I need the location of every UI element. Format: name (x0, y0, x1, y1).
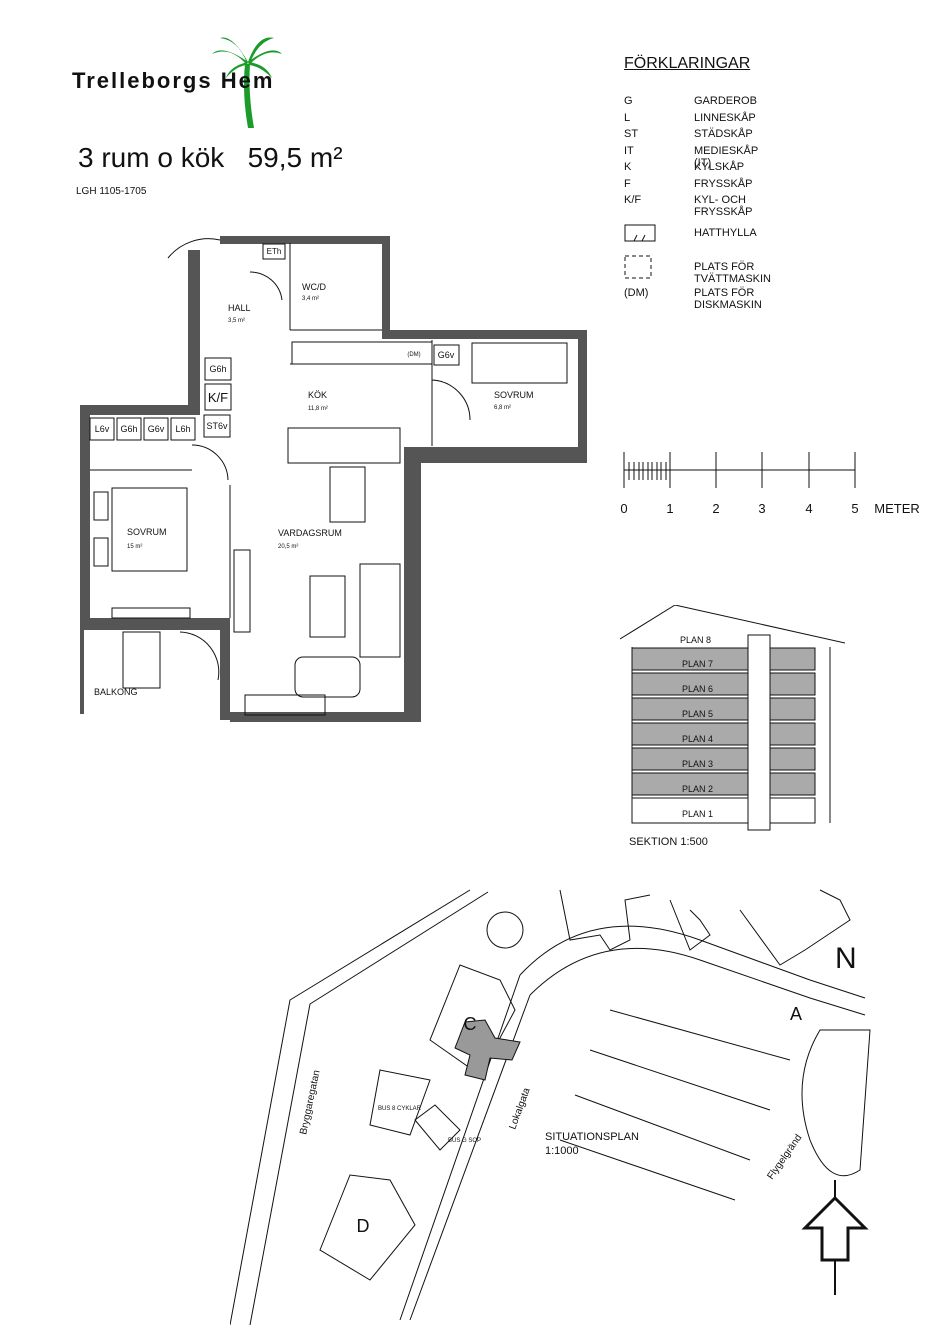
washer-space-icon (624, 255, 652, 278)
room-area: 6,8 m² (494, 405, 511, 411)
building-label: C (464, 1014, 477, 1034)
street-name: Lokalgata (507, 1086, 532, 1131)
floor-label: PLAN 1 (682, 809, 713, 819)
room-area: 3,5 m² (228, 318, 245, 324)
hat-shelf-icon (624, 224, 656, 241)
scale-unit: METER (874, 501, 920, 516)
cabinet-label: G6h (209, 364, 226, 374)
building-label: A (790, 1004, 802, 1024)
apartment-title: 3 rum o kök 59,5 m² (78, 142, 343, 173)
floor-label: PLAN 5 (682, 709, 713, 719)
brand-name: Trelleborgs Hem (72, 68, 275, 93)
site-scale: 1:1000 (545, 1145, 579, 1157)
floor-label: PLAN 8 (680, 635, 711, 645)
site-plan: A C D BUS 8 CYKLAR BUS G SOP SITUATIONSP… (230, 889, 871, 1325)
room-name: WC/D (302, 282, 326, 292)
room-name: KÖK (308, 390, 327, 400)
floor-label: PLAN 4 (682, 734, 713, 744)
floor-label: PLAN 7 (682, 659, 713, 669)
room-area: 15 m² (127, 544, 142, 550)
cabinet-label: G6v (148, 424, 165, 434)
cabinet-label: ST6v (206, 421, 228, 431)
street-name: Bryggaregatan (298, 1069, 322, 1135)
scale-tick: 3 (758, 501, 765, 516)
cabinet-label: L6h (175, 424, 190, 434)
legend-title: FÖRKLARINGAR (624, 55, 751, 72)
cabinet-label: G6h (120, 424, 137, 434)
building-section: PLAN 8 PLAN 7 PLAN 6 PLAN 5 PLAN 4 PLAN … (620, 605, 845, 848)
floor-label: PLAN 6 (682, 684, 713, 694)
building-label: D (357, 1216, 370, 1236)
room-area: 20,5 m² (278, 544, 298, 550)
cabinet-label: ETh (267, 247, 282, 256)
cabinet-label: G6v (438, 350, 455, 360)
scale-bar: 0 1 2 3 4 5 METER (620, 452, 920, 516)
scale-tick: 4 (805, 501, 812, 516)
cabinet-label: K/F (208, 390, 228, 405)
room-name: SOVRUM (494, 390, 534, 400)
svg-text:N: N (835, 942, 857, 975)
scale-tick: 0 (620, 501, 627, 516)
floor-label: PLAN 3 (682, 759, 713, 769)
street-name: Flygelgränd (765, 1133, 804, 1182)
room-name: SOVRUM (127, 527, 167, 537)
site-title: SITUATIONSPLAN (545, 1131, 639, 1143)
room-area: 11,8 m² (308, 406, 328, 412)
palm-tree-icon (212, 37, 282, 128)
site-small-label: BUS G SOP (448, 1138, 481, 1144)
cabinet-label: (DM) (407, 352, 420, 358)
room-name: BALKONG (94, 687, 138, 697)
cabinet-label: L6v (95, 424, 110, 434)
site-small-label: BUS 8 CYKLAR (378, 1106, 422, 1112)
floor-label: PLAN 2 (682, 784, 713, 794)
room-name: VARDAGSRUM (278, 528, 342, 538)
room-name: HALL (228, 303, 251, 313)
scale-tick: 1 (666, 501, 673, 516)
north-arrow-icon: N (835, 942, 857, 975)
apartment-number: LGH 1105-1705 (76, 186, 147, 197)
scale-tick: 2 (712, 501, 719, 516)
scale-tick: 5 (851, 501, 858, 516)
section-title: SEKTION 1:500 (629, 836, 708, 848)
north-arrow-icon: ​ (801, 1180, 869, 1295)
room-area: 3,4 m² (302, 296, 319, 302)
